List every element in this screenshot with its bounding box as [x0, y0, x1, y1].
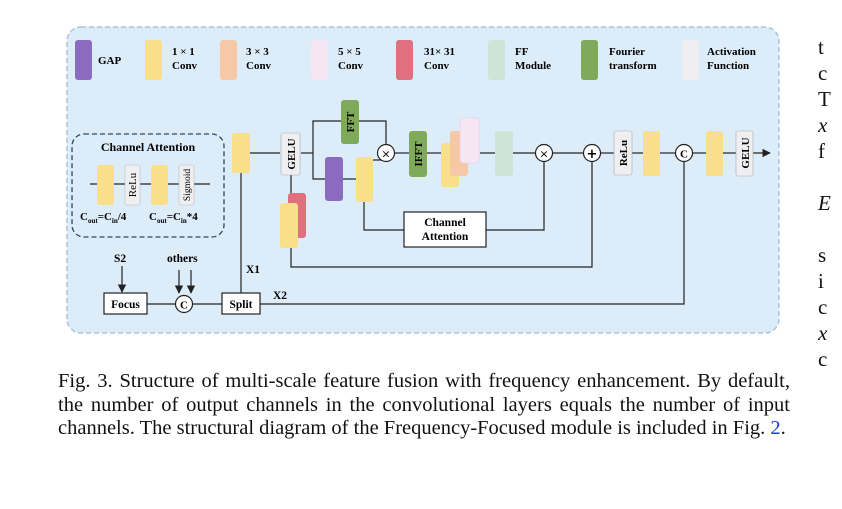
stack-conv5: [459, 117, 480, 164]
gelu-output-label: GELU: [740, 137, 752, 168]
legend-conv5-swatch: [311, 40, 328, 80]
caption-text: Fig. 3. Structure of multi-scale feature…: [58, 370, 790, 439]
ca-relu-label: ReLu: [127, 172, 139, 197]
right-col-line: t: [818, 35, 824, 59]
connections: [117, 120, 771, 305]
right-col-line: s: [818, 243, 827, 267]
caption-figure-link[interactable]: 2: [770, 417, 781, 439]
caption-suffix: .: [780, 417, 786, 439]
gelu-block: [280, 132, 301, 176]
concat-symbol-bottom: C: [180, 300, 188, 312]
channel-attention-detail: Channel Attention ReLu Sigmoid Cout=Cin/…: [71, 133, 225, 238]
ca-sigmoid-label: Sigmoid: [183, 169, 193, 201]
s2-label: S2: [114, 253, 126, 265]
add-symbol: +: [587, 147, 598, 162]
fft-label: FFT: [345, 111, 357, 132]
fft-block: [341, 100, 359, 144]
ca-sigmoid-block: [178, 164, 195, 206]
conv1-post-relu-block: [643, 131, 660, 176]
concat-node: [674, 143, 694, 163]
ca-conv1-b: [151, 165, 168, 205]
ifft-block: [409, 131, 427, 177]
right-col-line: [818, 164, 842, 190]
diagram-panel: [66, 26, 780, 334]
others-label: others: [167, 253, 198, 265]
right-col-line: c: [818, 61, 828, 85]
ff-module-block: [495, 131, 513, 176]
split-block: [221, 292, 261, 315]
legend-gap-label: GAP: [98, 55, 122, 67]
ca-formula-2: Cout=Cin*4: [149, 211, 198, 225]
conv1-input-block: [232, 133, 250, 173]
ca-relu-block: [124, 164, 141, 206]
right-col-line: x: [818, 113, 828, 137]
add-node: [582, 143, 602, 163]
legend-fourier-swatch: [581, 40, 598, 80]
right-col-line: i: [818, 269, 824, 293]
blocks: GELU FFT × IFFT × + ReLu C: [103, 100, 754, 315]
gelu-output-block: [735, 130, 754, 177]
legend-gap-swatch: [75, 40, 92, 80]
right-col-line: E: [818, 191, 831, 215]
conv1-bottom-block: [280, 203, 298, 248]
relu-label: ReLu: [618, 140, 630, 166]
focus-block: [103, 292, 148, 315]
multiply-node-1: [376, 143, 396, 163]
conv1-output-block: [706, 131, 723, 176]
ca-conv1-a: [97, 165, 114, 205]
ifft-label: IFFT: [413, 141, 425, 167]
right-col-line: x: [818, 321, 828, 345]
right-col-line: T: [818, 87, 831, 111]
figure-caption: Fig. 3. Structure of multi-scale feature…: [58, 370, 790, 441]
concat-symbol: C: [680, 149, 688, 161]
x1-label: X1: [246, 264, 260, 276]
gap-block: [325, 157, 343, 201]
multiply-symbol-1: ×: [381, 148, 390, 161]
concat-node-bottom: [174, 294, 194, 314]
relu-block: [613, 130, 633, 176]
legend-conv1-swatch: [145, 40, 162, 80]
legend-ff-swatch: [488, 40, 505, 80]
right-col-line: [818, 216, 842, 242]
channel-attention-box: [403, 211, 487, 248]
focus-label: Focus: [111, 299, 140, 311]
right-column-fragment: t c T x f E s i c x c: [818, 34, 842, 372]
flow-labels: S2 others X1 X2: [114, 253, 287, 302]
conv1-attn-block: [356, 157, 373, 202]
legend-conv31-swatch: [396, 40, 413, 80]
legend-conv3-swatch: [220, 40, 237, 80]
multiply-symbol-2: ×: [539, 148, 548, 161]
x2-label: X2: [273, 290, 287, 302]
right-col-line: f: [818, 139, 825, 163]
multiply-node-2: [534, 143, 554, 163]
channel-attention-title: Channel Attention: [101, 140, 196, 154]
split-label: Split: [229, 299, 252, 311]
legend-act-swatch: [682, 40, 699, 80]
ca-formula-1: Cout=Cin/4: [80, 211, 127, 225]
right-col-line: c: [818, 347, 828, 371]
gelu-label: GELU: [286, 138, 298, 169]
right-col-line: c: [818, 295, 828, 319]
